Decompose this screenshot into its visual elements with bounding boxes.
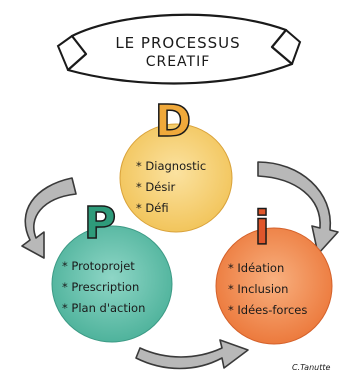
circle-d-item-2: * Désir — [136, 180, 176, 194]
circle-i-item-2: * Inclusion — [228, 282, 288, 296]
circle-p-item-2: * Prescription — [62, 280, 139, 294]
circle-p-item-1: * Protoprojet — [62, 259, 135, 273]
banner-title-line1: LE PROCESSUS — [115, 34, 240, 52]
circle-diagnostic: D * Diagnostic * Désir * Défi — [119, 95, 233, 233]
circle-i-disc — [215, 227, 333, 345]
artist-signature: C.Tanutte — [292, 363, 330, 372]
circle-p-disc — [51, 225, 173, 343]
circle-p-item-3: * Plan d'action — [62, 301, 145, 315]
title-banner: LE PROCESSUS CREATIF — [56, 13, 302, 85]
circle-d-item-1: * Diagnostic — [136, 159, 206, 173]
bottom-curved-arrow — [135, 339, 249, 370]
circle-i-item-3: * Idées-forces — [228, 303, 307, 317]
circle-p-letter: P — [84, 198, 116, 249]
circle-d-item-3: * Défi — [136, 201, 169, 215]
circle-protoprojet: P * Protoprojet * Prescription * Plan d'… — [51, 197, 173, 343]
circle-i-item-1: * Idéation — [228, 261, 284, 275]
circle-d-disc — [119, 123, 233, 233]
circle-i-letter: i — [254, 201, 270, 255]
left-curved-arrow — [21, 177, 77, 259]
circle-ideation: i * Idéation * Inclusion * Idées-forces — [215, 200, 333, 345]
right-curved-arrow — [257, 161, 339, 255]
banner-title-line2: CREATIF — [146, 54, 211, 70]
circle-d-letter: D — [155, 96, 192, 147]
